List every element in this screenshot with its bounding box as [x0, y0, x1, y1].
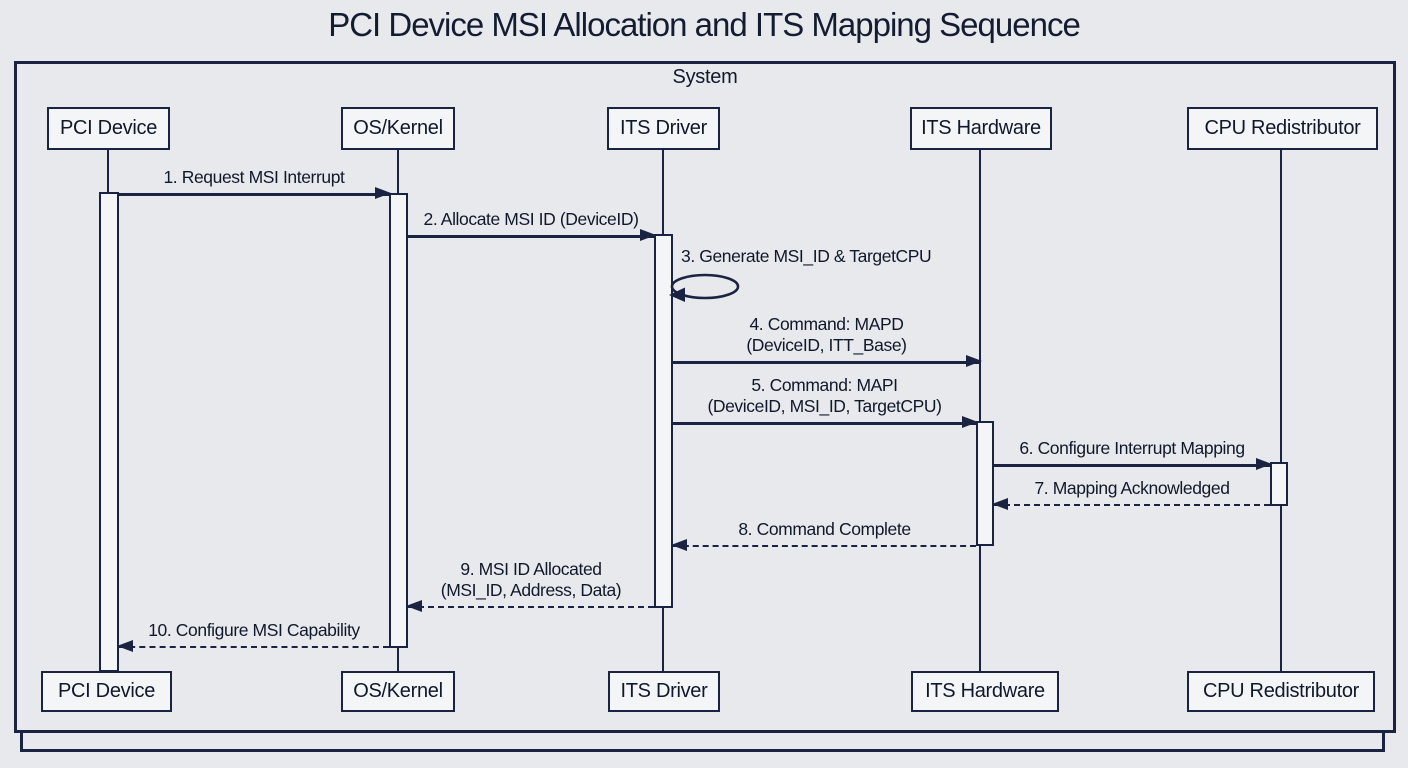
activation-its-driver — [654, 234, 673, 608]
participant-label: CPU Redistributor — [1204, 117, 1361, 139]
message-label-line2: (MSI_ID, Address, Data) — [440, 580, 622, 600]
self-loop-arrow-icon — [669, 273, 740, 302]
message-label-line2: (DeviceID, MSI_ID, TargetCPU) — [707, 396, 942, 416]
message-3-label: 3. Generate MSI_ID & TargetCPU — [681, 246, 932, 266]
participant-label: OS/Kernel — [353, 117, 443, 139]
participant-label: ITS Driver — [620, 680, 708, 702]
message-line — [673, 361, 980, 364]
activation-cpu-redistributor — [1270, 462, 1288, 506]
message-line — [119, 193, 389, 196]
arrow-right-icon — [966, 355, 982, 367]
arrow-left-icon — [406, 600, 422, 612]
message-label-line2: (DeviceID, ITT_Base) — [746, 335, 907, 355]
message-line — [119, 646, 389, 648]
message-label: 8. Command Complete — [738, 519, 911, 539]
participant-bottom-cpu-redistributor: CPU Redistributor — [1187, 671, 1375, 712]
arrow-right-icon — [375, 187, 391, 199]
lifeline-cpu-redistributor — [1280, 150, 1282, 671]
participant-label: PCI Device — [57, 680, 156, 702]
participant-top-its-driver: ITS Driver — [607, 107, 720, 150]
diagram-title: PCI Device MSI Allocation and ITS Mappin… — [328, 6, 1081, 43]
message-label: 4. Command: MAPD (DeviceID, ITT_Base) — [613, 314, 1040, 356]
activation-os-kernel — [389, 193, 408, 648]
participant-label: ITS Hardware — [925, 680, 1045, 702]
message-line — [408, 606, 654, 608]
participant-bottom-os-kernel: OS/Kernel — [341, 671, 455, 712]
participant-label: CPU Redistributor — [1202, 680, 1360, 702]
message-line — [994, 464, 1270, 467]
arrow-left-icon — [671, 539, 687, 551]
arrow-right-icon — [962, 416, 978, 428]
system-frame — [14, 61, 1396, 733]
participant-bottom-its-hardware: ITS Hardware — [911, 671, 1059, 712]
activation-pci-device — [99, 192, 119, 672]
arrow-left-icon — [992, 498, 1008, 510]
message-line — [673, 422, 976, 425]
system-frame-label: System — [672, 66, 738, 88]
activation-its-hardware — [976, 421, 994, 546]
message-label-line1: 5. Command: MAPI — [751, 375, 898, 395]
participant-bottom-its-driver: ITS Driver — [608, 671, 720, 712]
message-label: 7. Mapping Acknowledged — [1034, 478, 1230, 498]
message-label: 1. Request MSI Interrupt — [163, 167, 345, 187]
participant-top-os-kernel: OS/Kernel — [341, 107, 455, 150]
message-line — [408, 235, 654, 238]
participant-label: ITS Hardware — [921, 117, 1041, 139]
arrow-left-icon — [117, 640, 133, 652]
participant-top-its-hardware: ITS Hardware — [910, 107, 1052, 150]
lifeline-its-hardware — [979, 150, 981, 671]
participant-top-cpu-redistributor: CPU Redistributor — [1187, 107, 1378, 150]
message-line — [673, 545, 976, 547]
message-line — [994, 504, 1270, 506]
participant-top-pci-device: PCI Device — [47, 107, 170, 150]
message-label: 5. Command: MAPI (DeviceID, MSI_ID, Targ… — [613, 375, 1036, 417]
participant-label: PCI Device — [59, 117, 158, 139]
participant-label: OS/Kernel — [353, 680, 443, 702]
system-frame-shadow — [20, 733, 1385, 752]
message-label-line1: 4. Command: MAPD — [749, 314, 904, 334]
arrow-right-icon — [1256, 458, 1272, 470]
participant-bottom-pci-device: PCI Device — [41, 671, 172, 712]
participant-label: ITS Driver — [619, 117, 707, 139]
message-label: 9. MSI ID Allocated (MSI_ID, Address, Da… — [348, 559, 714, 601]
arrow-right-icon — [640, 229, 656, 241]
message-label: 10. Configure MSI Capability — [148, 620, 360, 640]
message-label: 2. Allocate MSI ID (DeviceID) — [423, 209, 639, 229]
message-label-line1: 9. MSI ID Allocated — [460, 559, 602, 579]
message-label: 6. Configure Interrupt Mapping — [1019, 438, 1245, 458]
